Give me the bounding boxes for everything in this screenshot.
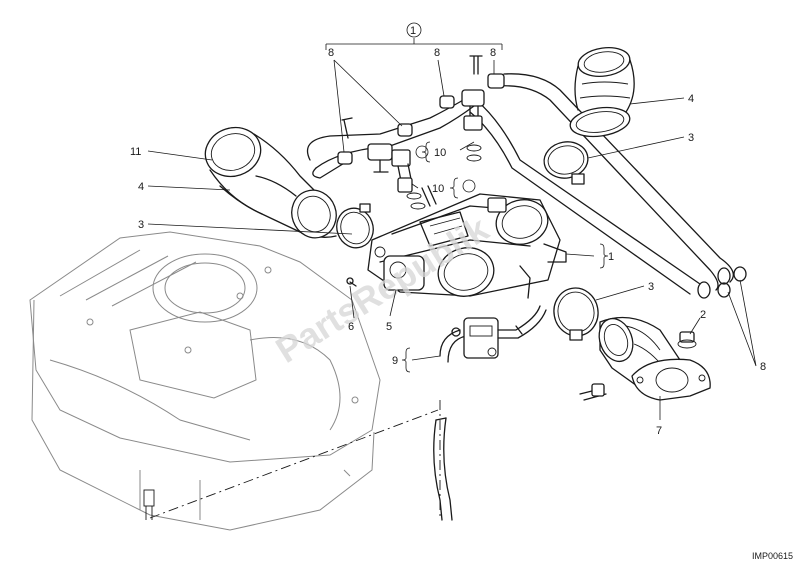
vacuum-hose-assembly <box>306 55 505 210</box>
callout-8-c: 8 <box>490 47 496 59</box>
callout-8-right: 8 <box>760 361 766 373</box>
sensor-assembly <box>439 305 547 363</box>
callout-9: 9 <box>392 355 398 367</box>
callout-8-a: 8 <box>328 47 334 59</box>
callout-10-a: 10 <box>434 147 446 159</box>
callout-2: 2 <box>700 309 706 321</box>
callout-10-b: 10 <box>432 183 444 195</box>
callouts: 1 8 8 8 11 4 3 10 10 4 3 1 3 2 8 6 5 9 7 <box>130 25 766 437</box>
callout-4-left: 4 <box>138 181 144 193</box>
circled-references <box>406 22 476 193</box>
callout-4-top: 4 <box>688 93 694 105</box>
callout-3-mid: 3 <box>648 281 654 293</box>
callout-7: 7 <box>656 425 662 437</box>
hose-clamps-right <box>717 266 747 298</box>
callout-11: 11 <box>130 146 141 158</box>
callout-6: 6 <box>348 321 354 333</box>
drawing-code: IMP00615 <box>752 551 793 561</box>
callout-8-b: 8 <box>434 47 440 59</box>
left-intake-duct <box>204 126 374 249</box>
throttle-body <box>346 185 567 299</box>
drain-hose <box>433 417 453 521</box>
callout-3-top: 3 <box>688 132 694 144</box>
callout-assembly: 1 <box>410 25 416 37</box>
leader-lines <box>147 38 757 420</box>
callout-1-right: 1 <box>608 251 614 263</box>
callout-5: 5 <box>386 321 392 333</box>
centre-line <box>149 409 439 519</box>
intake-manifold <box>553 287 711 401</box>
group-brackets <box>401 141 609 373</box>
callout-3-left: 3 <box>138 219 144 231</box>
right-intake-duct <box>543 47 635 185</box>
airbox <box>29 231 381 531</box>
